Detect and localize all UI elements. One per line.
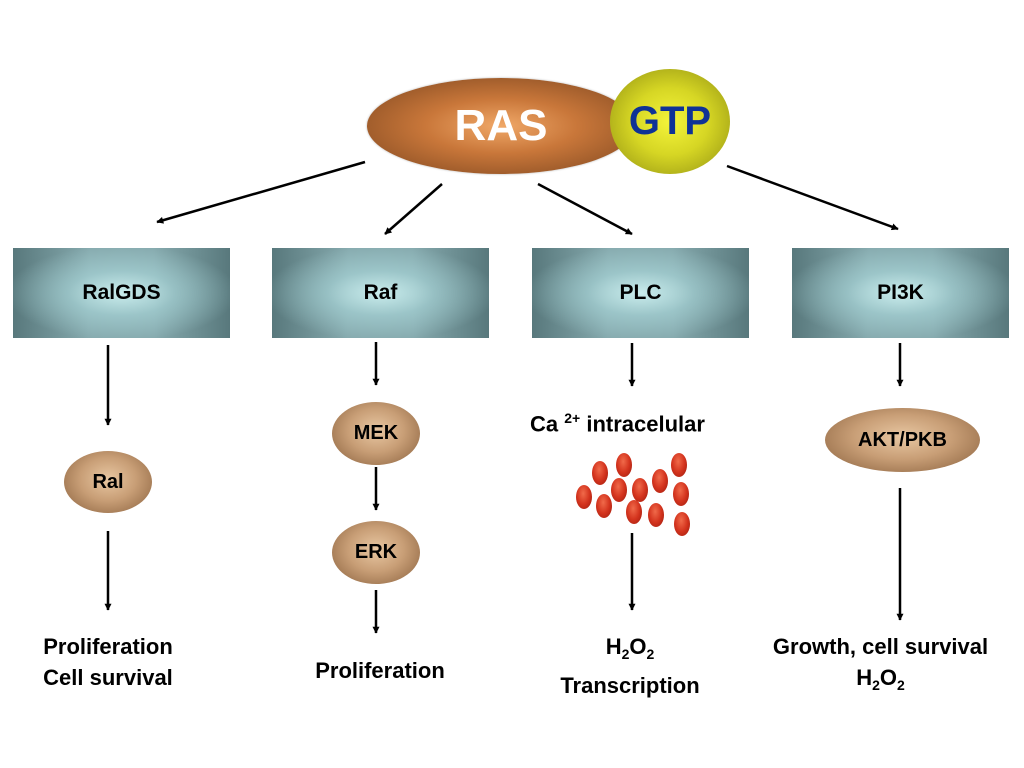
outcome-pi3k-line1: Growth, cell survival xyxy=(772,634,989,659)
effector-label-pi3k: PI3K xyxy=(877,281,924,304)
outcome-plc-h2o2: H2O2 xyxy=(530,631,730,670)
plc-o-sub: 2 xyxy=(646,646,655,662)
calcium-charge: 2+ xyxy=(564,410,581,426)
calcium-drop xyxy=(596,494,612,518)
outcome-pi3k-h2o2: H2O2 xyxy=(748,662,1013,701)
outcome-ralgds: Proliferation Cell survival xyxy=(8,631,208,693)
calcium-drop xyxy=(592,461,608,485)
calcium-drop xyxy=(673,482,689,506)
node-mek-label: MEK xyxy=(353,422,399,444)
calcium-drop xyxy=(632,478,648,502)
ras-label: RAS xyxy=(454,101,548,150)
calcium-drop xyxy=(611,478,627,502)
plc-h-sub: 2 xyxy=(621,646,630,662)
calcium-drop xyxy=(671,453,687,477)
node-mek: MEK xyxy=(332,402,420,465)
arrow-ras-to-raf xyxy=(384,183,443,235)
effector-box-plc: PLC xyxy=(532,248,749,338)
effector-box-raf: Raf xyxy=(272,248,489,338)
plc-o: O xyxy=(629,634,647,659)
arrow-ras-to-pi3k xyxy=(726,164,899,231)
calcium-location: intracelular xyxy=(586,411,705,437)
outcome-ralgds-line2: Cell survival xyxy=(43,665,173,690)
node-ral-label: Ral xyxy=(92,470,124,493)
calcium-drop xyxy=(674,512,690,536)
node-akt-pkb: AKT/PKB xyxy=(825,408,980,472)
outcome-ralgds-line1: Proliferation xyxy=(43,634,173,659)
outcome-raf: Proliferation xyxy=(270,655,490,686)
effector-label-plc: PLC xyxy=(619,281,662,304)
outcome-pi3k: Growth, cell survival H2O2 xyxy=(748,631,1013,701)
calcium-drop xyxy=(652,469,668,493)
effector-box-ralgds: RalGDS xyxy=(13,248,230,338)
outcome-raf-line1: Proliferation xyxy=(315,658,445,683)
arrow-ras-to-plc xyxy=(537,182,633,236)
effector-label-raf: Raf xyxy=(363,281,398,304)
node-akt-pkb-label: AKT/PKB xyxy=(858,428,947,451)
calcium-drop xyxy=(626,500,642,524)
calcium-drop xyxy=(576,485,592,509)
pi3k-h-sub: 2 xyxy=(872,677,880,693)
outcome-plc-line2: Transcription xyxy=(560,673,700,698)
pi3k-o: O xyxy=(879,665,897,690)
calcium-drop xyxy=(616,453,632,477)
node-erk: ERK xyxy=(332,521,420,584)
calcium-label: Ca 2+ intracelular xyxy=(530,410,705,437)
calcium-drop xyxy=(648,503,664,527)
plc-h: H xyxy=(605,634,622,659)
gtp-label: GTP xyxy=(628,99,712,143)
node-erk-label: ERK xyxy=(354,541,398,563)
node-ral: Ral xyxy=(64,451,152,513)
pi3k-h: H xyxy=(856,665,873,690)
calcium-element: Ca xyxy=(530,411,559,437)
arrow-ras-to-ralgds xyxy=(156,160,366,224)
effector-box-pi3k: PI3K xyxy=(792,248,1009,338)
pi3k-o-sub: 2 xyxy=(897,677,905,693)
outcome-plc: H2O2 Transcription xyxy=(530,631,730,701)
gtp-circle xyxy=(610,69,730,174)
ras-ellipse xyxy=(367,78,635,174)
effector-label-ralgds: RalGDS xyxy=(82,281,161,304)
